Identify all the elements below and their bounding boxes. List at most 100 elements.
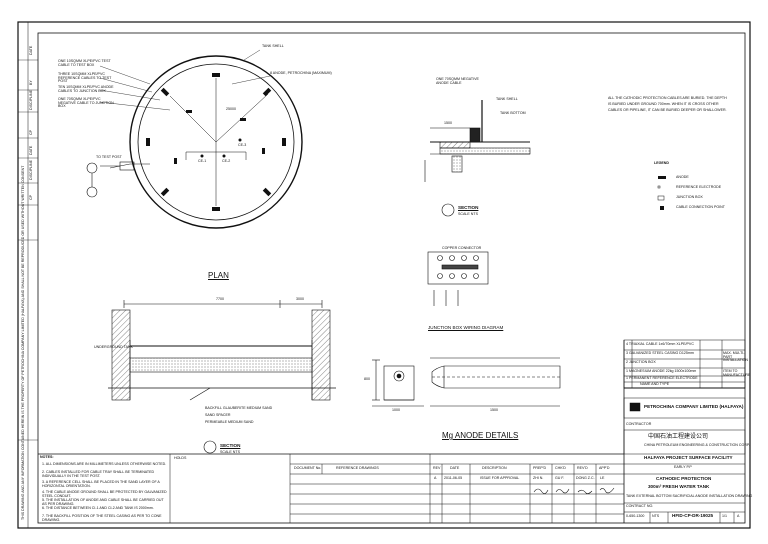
scale-value: NTS [652,514,660,518]
cable-note-1: ONE 10SQMM XLPE/PVC TEST CABLE TO TEST B… [58,59,111,67]
contractor-cn: 中国石油工程建设公司 [648,434,709,440]
ref-electrode-3: CE-3 [238,143,247,147]
backfill-label: BACKFILL GLAUBERITE MEDIUM SAND [205,406,273,410]
side-strip-cp-2: CP [29,195,33,200]
bom-row-5: 1 PERMANENT REFERENCE ELECTRODE [626,376,698,380]
bom-row-3: 2 JUNCTION BOX [626,360,656,364]
note-5: 5. THE INSTALLATION OF ANODE AND CABLE S… [42,498,164,506]
sand-label: PERMEABLE MEDIUM SAND [205,420,254,424]
holds-label: HOLDS [174,456,187,460]
rev-header-prep: PREP'D [533,466,547,470]
section-2-title: SECTION [220,443,241,448]
long-section-end-dim: 3000 [296,297,304,301]
contract-no-label: CONTRACT NO. [626,504,654,508]
ref-electrode-1: CE-1 [198,159,207,163]
project-phase: EARLY P.P [674,465,692,469]
margin-disclaimer: THIS DRAWING AND ANY INFORMATION CONTAIN… [21,165,25,520]
legend-item-connection: CABLE CONNECTION POINT [676,205,725,209]
rev-header-chk: CHK'D [555,466,566,470]
ref-col-drawings: REFERENCE DRAWINGS [336,466,379,470]
note-1: 1. ALL DIMENSIONS ARE IN MILLIMETERS UNL… [42,462,167,466]
cable-note-4: ONE 70SQMM XLPE/PVC NEGATIVE CABLE TO JU… [58,97,114,109]
mg-anode-detail [372,357,561,407]
side-strip-date: DATE [29,45,33,55]
title-line-3: TANK EXTERNAL BOTTOM SACRIFICIAL ANODE I… [626,494,753,498]
plan-view [86,49,303,229]
diameter-label: 25000 [226,107,236,111]
outer-frame [17,21,751,529]
section-tank-bottom: TANK BOTTOM [500,111,526,115]
anode-dim-1: 1000 [392,408,400,412]
section-1-title: SECTION [458,205,479,210]
to-test-post-label: TO TEST POST [96,155,122,159]
section-view-1 [424,100,531,217]
plan-view-title: PLAN [208,271,229,280]
ref-col-doc: DOCUMENT No. [294,466,322,470]
note-7: 7. THE BACKFILL POSITION OF THE STEEL CA… [42,514,162,522]
contractor-en: CHINA PETROLEUM ENGINEERING & CONSTRUCTI… [644,443,750,447]
legend-item-anode: ANODE [676,175,689,179]
note-3: 3. A REFERENCE CELL SHALL BE PLACED IN T… [42,480,160,488]
signatures [533,487,615,494]
rev-header-rev-by: REV'D [577,466,588,470]
note-2: 2. CABLES INSTALLED FOR CABLE TRAY SHALL… [42,470,155,478]
side-strip-discipline-2: DISCIPLINE [29,160,33,180]
sheet-number: 1/1 [722,514,727,518]
rev-header-rev: REV [433,466,441,470]
long-section [108,300,336,454]
contractor-label: CONTRACTOR [626,422,652,426]
tank-outer-circle [129,55,303,229]
junction-box-title: JUNCTION BOX WIRING DIAGRAM [428,325,504,330]
project-name: HALFAYA PROJECT SURFACE FACILITY [644,455,733,460]
company-name: PETROCHINA COMPANY LIMITED (HALFAYA) [644,404,744,409]
anode-count-label: 8 ANODE, PETROCHINA (MAXIMUM) [270,71,332,75]
section-tank-shell: TANK SHELL [496,97,518,101]
legend-item-reference: REFERENCE ELECTRODE [676,185,722,189]
section-dim: 1500 [444,121,452,125]
mg-anode-title: Mg ANODE DETAILS [442,431,519,440]
side-strip-by: BY [29,80,33,85]
bom-footer: NAME AND TYPE [640,382,670,386]
job-number: 0-650-1300 [626,514,645,518]
section-cable-note: ONE 70SQMM NEGATIVE ANODE CABLE [436,77,479,85]
bottom-strip [38,340,745,523]
rev-row-rev-by: DONG Z.C. [576,476,595,480]
long-section-length: 7700 [216,297,224,301]
cable-note-3: TEN 10SQMM XLPE/PVC ANODE CABLES TO JUNC… [58,85,114,93]
legend-item-junction: JUNCTION BOX [676,195,703,199]
bom-note-1: MAX. MULTI-PART INSTALLATION [723,351,749,363]
notes-title: NOTES: [40,455,54,459]
junction-box-diagram [427,251,489,306]
side-strip-cp-1: CP [29,130,33,135]
anode-dim-2: 800 [364,377,370,381]
rev-row-rev: A [434,476,437,480]
title-line-1: CATHODIC PROTECTION [656,476,712,481]
side-strip-date-2: DATE [29,145,33,155]
note-6: 6. THE DISTANCE BETWEEN CI-1 AND CI-2 AN… [42,506,154,510]
bom-table [623,339,746,455]
rev-row-desc: ISSUE FOR APPROVAL [480,476,520,480]
bom-note-2: ITEM TO MANUFACTURE [723,369,751,377]
general-note: ALL THE CATHODIC PROTECTION CABLES ARE B… [608,96,727,112]
underground-tank-label: UNDERGROUND TANK [94,345,134,349]
copper-connector-label: COPPER CONNECTOR [442,246,482,250]
anode-dim-3: 1500 [490,408,498,412]
rev-row-date: 2011-06-05 [444,476,463,480]
bom-row-2: 3 GALVANIZED STEEL CASING D125mm [626,351,694,355]
rev-row-app: LE [600,476,605,480]
rev-header-app: APP'D [599,466,610,470]
plan-anodes [146,73,286,211]
rev-row-chk: GU F. [555,476,565,480]
legend-symbols [657,176,666,210]
legend-title: LEGEND [654,161,669,165]
inner-frame [37,32,746,524]
note-4: 4. THE CABLE ANODE GROUND SHALL BE PROTE… [42,490,167,498]
spacer-label: SAND SPACER [205,413,231,417]
section-1-scale: SCALE NTS [458,212,478,216]
rev-header-desc: DESCRIPTION [482,466,507,470]
side-strip-discipline-1: DISCIPLINE [29,90,33,110]
tank-inner-circle [137,63,295,221]
cable-note-2: THREE 10SQMM XLPE/PVC REFERENCE CABLES T… [58,72,112,84]
ref-electrode-2: CE-2 [222,159,231,163]
